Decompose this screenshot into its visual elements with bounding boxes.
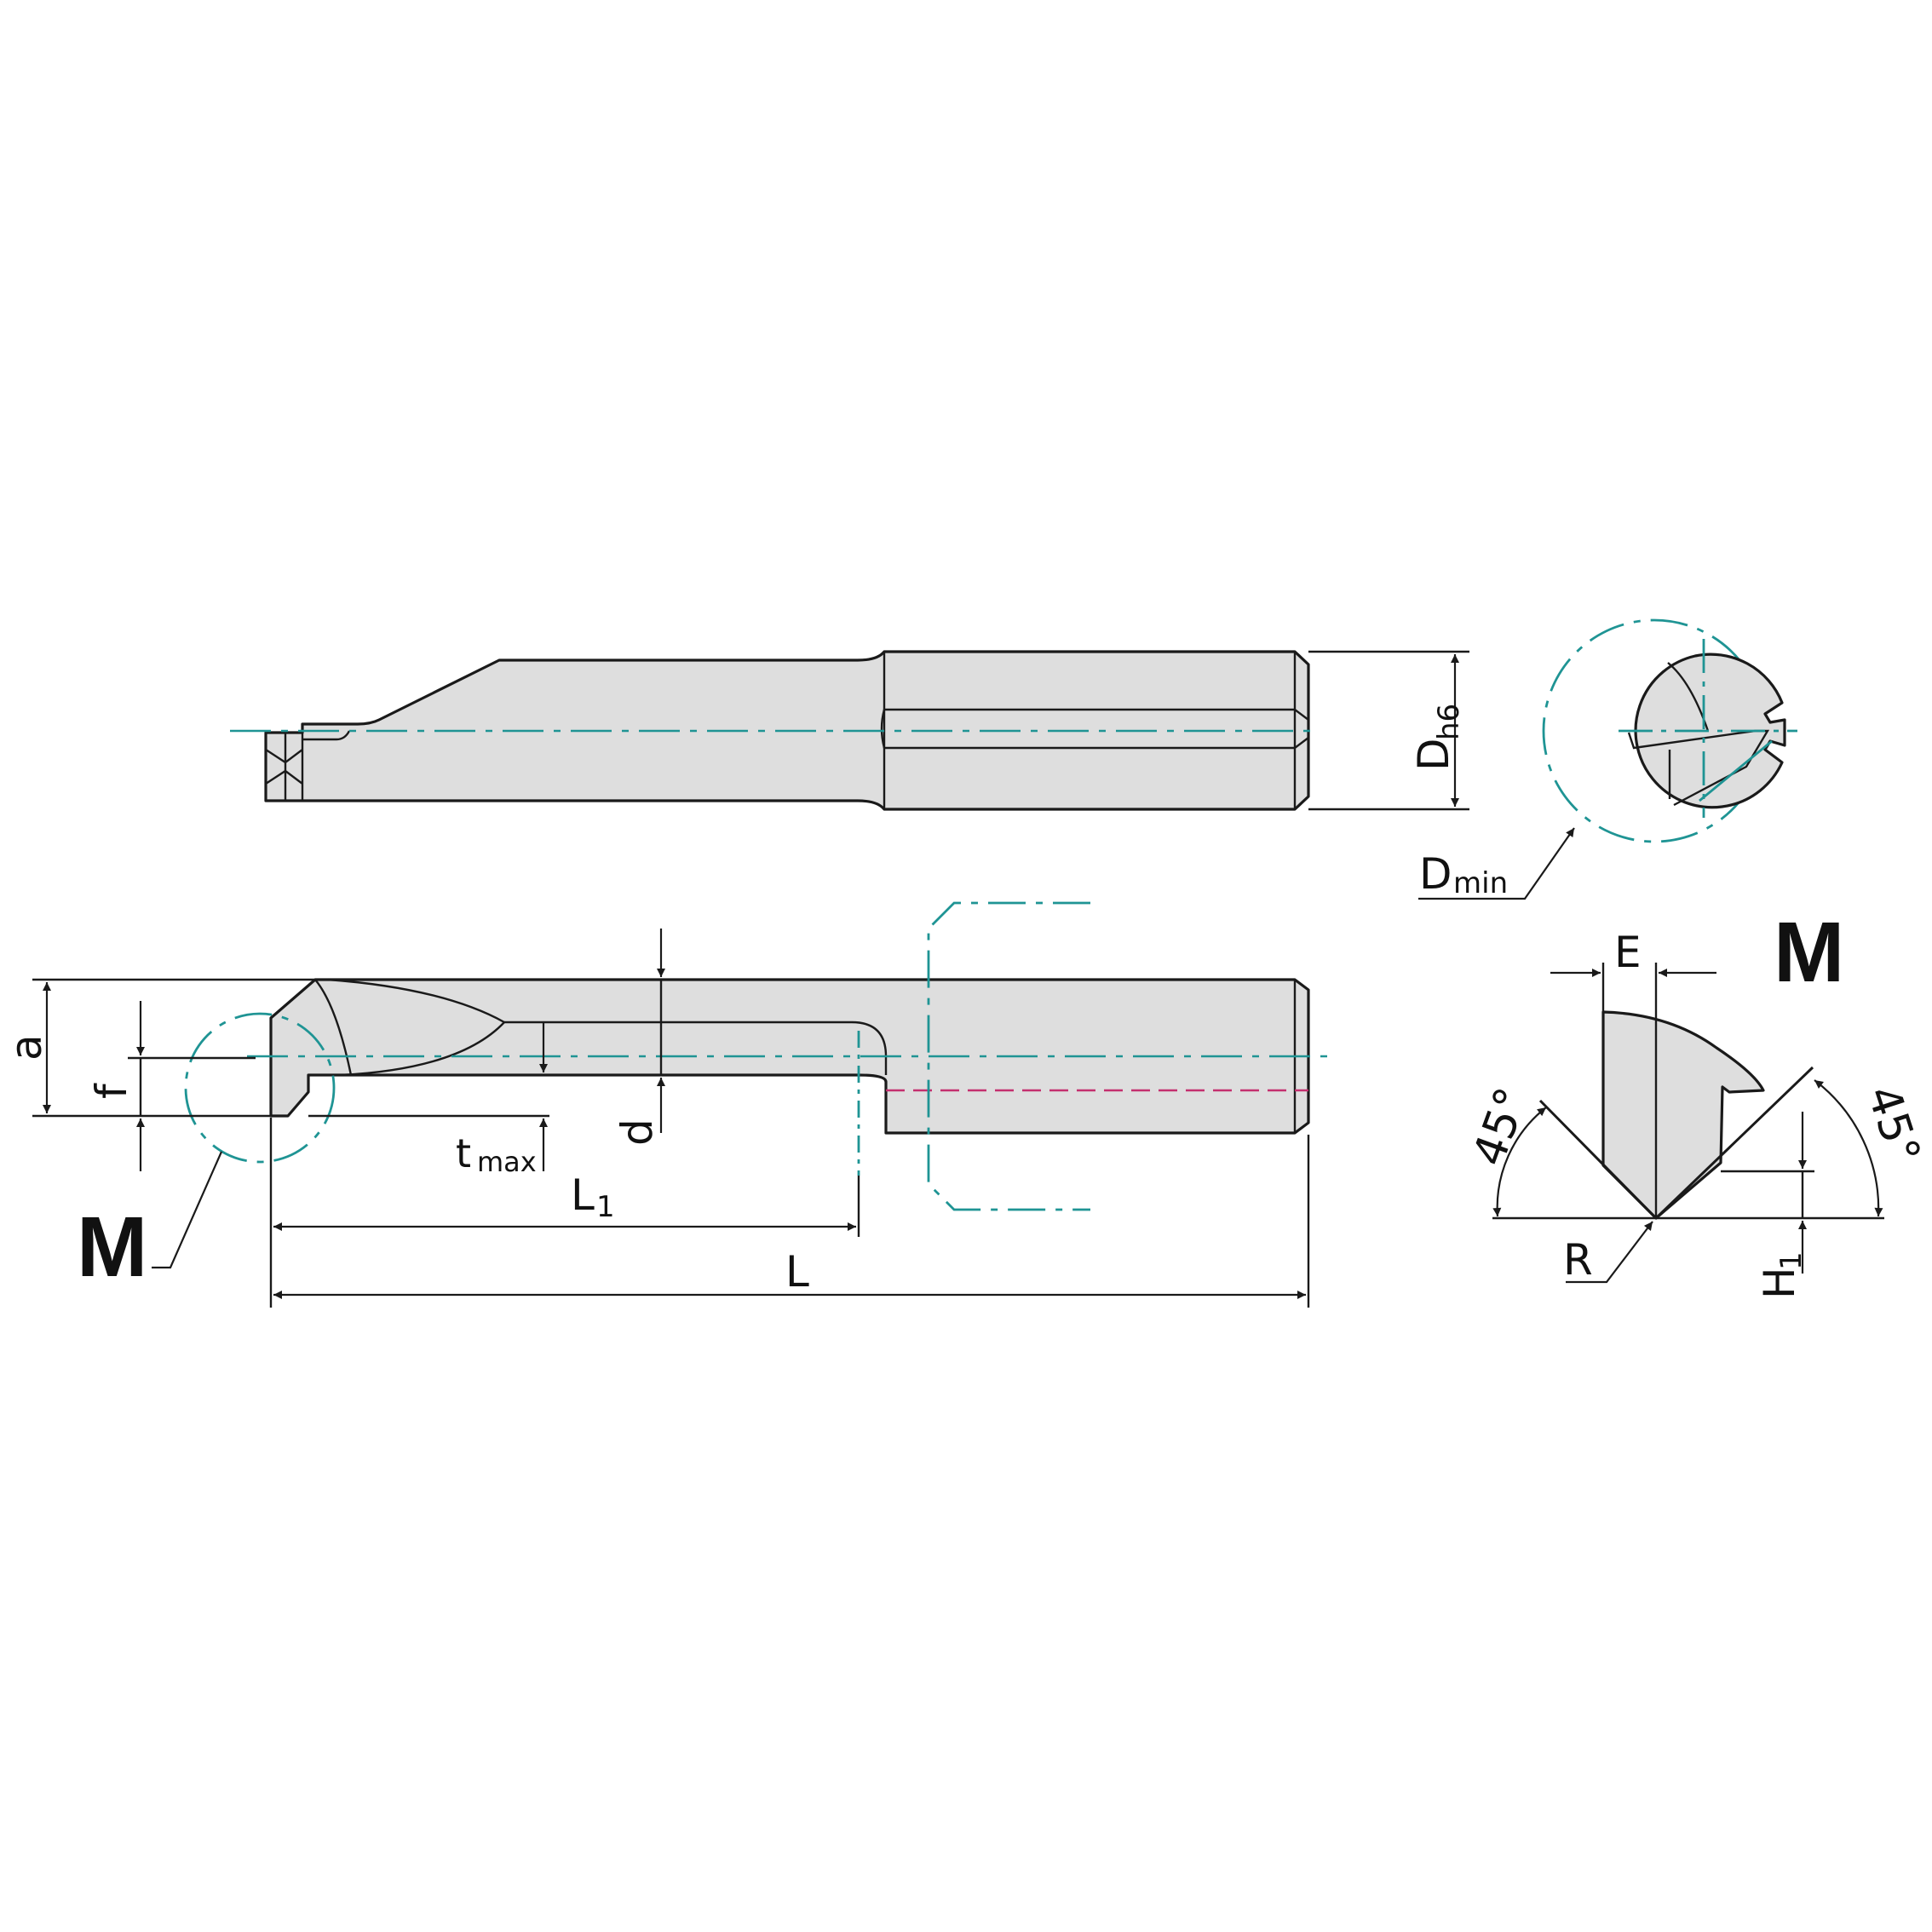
detail-m-label: M <box>77 1199 147 1295</box>
h1-sub: 1 <box>1774 1251 1808 1270</box>
r-leader <box>1566 1221 1653 1284</box>
top-tip-notch <box>302 730 351 741</box>
d-label: d <box>612 1118 662 1146</box>
detail-m-leader <box>152 1151 223 1269</box>
side-tip-arc <box>314 979 353 1076</box>
r-label: R <box>1563 1235 1593 1285</box>
detail-m-title: M <box>1774 905 1844 1000</box>
tmax-main: t <box>456 1130 471 1176</box>
top-chamfer <box>1293 652 1310 809</box>
angle-left-label: 45° <box>1463 1081 1538 1172</box>
end-view: D min <box>1418 618 1797 900</box>
angle-right-label: 45° <box>1857 1079 1930 1170</box>
top-shank-grooves <box>884 708 1295 750</box>
top-tip-facets <box>265 733 304 801</box>
l1-main: L <box>571 1170 595 1220</box>
top-view: D h6 <box>230 650 1469 811</box>
e-label: E <box>1614 928 1642 977</box>
dmin-main: D <box>1419 849 1452 899</box>
h1-main: H <box>1755 1267 1804 1299</box>
top-tip-outline <box>264 733 302 802</box>
h1-label: H 1 <box>1755 1251 1808 1299</box>
detail-m-insert <box>1601 1010 1765 1220</box>
end-view-diagonal <box>1699 739 1773 802</box>
tmax-sub: max <box>477 1146 537 1178</box>
dh6-sub: h6 <box>1432 704 1466 740</box>
l-label: L <box>785 1247 809 1297</box>
dmin-sub: min <box>1453 866 1508 900</box>
side-tool-body <box>269 978 1310 1135</box>
l1-sub: 1 <box>596 1190 615 1224</box>
dmin-leader <box>1418 827 1575 900</box>
side-neck-top <box>504 1021 888 1075</box>
dh6-label: D h6 <box>1409 704 1466 771</box>
side-view: M a f d t max L 1 L <box>2 901 1329 1308</box>
angle-left-arc <box>1492 1107 1547 1217</box>
dh6-main: D <box>1409 738 1458 771</box>
side-break-line <box>927 901 1090 1211</box>
end-view-body <box>1634 653 1786 809</box>
a-label: a <box>2 1034 51 1061</box>
f-label: f <box>87 1083 136 1099</box>
detail-m-circle <box>184 1012 336 1164</box>
detail-m-view: M E 45° 45° R H 1 <box>1463 905 1929 1299</box>
top-groove-arc <box>880 709 886 749</box>
angle-right-arc <box>1814 1079 1883 1217</box>
